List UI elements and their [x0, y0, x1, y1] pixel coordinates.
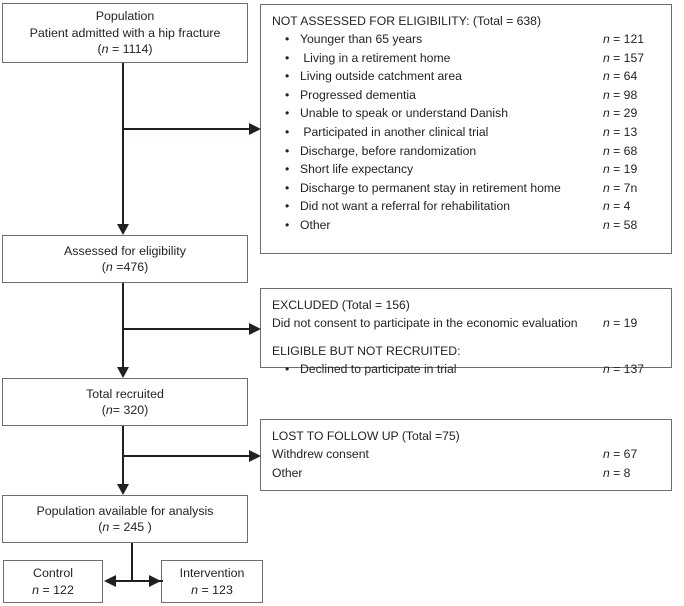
arrow-right-to-intervention — [149, 575, 161, 587]
excluded-no-consent-row: Did not consent to participate in the ec… — [272, 314, 661, 333]
node-assessed-count: (n =476) — [101, 260, 149, 274]
list-item-value: n = 4 — [603, 199, 631, 214]
node-population: Population Patient admitted with a hip f… — [2, 3, 248, 63]
node-population-line1: Population — [95, 9, 155, 24]
node-analysis-count: (n = 245 ) — [98, 520, 152, 534]
list-item: Declined to participate in trial n = 137 — [272, 360, 661, 379]
node-intervention-label: Intervention — [179, 566, 245, 581]
panel-not-assessed-list: Younger than 65 years n = 121 Living in … — [272, 30, 661, 234]
node-population-count: (n = 1114) — [97, 42, 153, 57]
connector-to-excluded-panel — [122, 328, 251, 330]
list-item: Short life expectancy n = 19 — [272, 160, 661, 179]
node-assessed-for-eligibility: Assessed for eligibility (n =476) — [2, 235, 248, 283]
list-item: Discharge, before randomization n = 68 — [272, 142, 661, 161]
lost-row-value: n = 8 — [603, 465, 631, 480]
connector-assessed-to-recruited — [122, 283, 124, 367]
node-intervention-count: n = 123 — [191, 582, 233, 597]
node-assessed-line1: Assessed for eligibility — [64, 243, 186, 258]
list-item: Participated in another clinical trial n… — [272, 123, 661, 142]
panel-not-assessed-for-eligibility: NOT ASSESSED FOR ELIGIBILITY: (Total = 6… — [260, 4, 672, 254]
node-control-label: Control — [33, 566, 73, 581]
lost-row: Withdrew consent n = 67 — [272, 445, 661, 464]
panel-excluded: EXCLUDED (Total = 156) Did not consent t… — [260, 288, 672, 376]
panel-lost-to-follow-up: LOST TO FOLLOW UP (Total =75) Withdrew c… — [260, 419, 672, 491]
list-item: Other n = 58 — [272, 216, 661, 235]
list-item-value: n = 68 — [603, 143, 638, 158]
arrow-left-to-control — [104, 575, 116, 587]
list-item: Progressed dementia n = 98 — [272, 86, 661, 105]
list-item-value: n = 98 — [603, 87, 638, 102]
arrow-down-to-assessed — [116, 224, 129, 235]
list-item-value: n = 13 — [603, 125, 638, 140]
list-item-value: n = 157 — [603, 50, 645, 65]
lost-row: Other n = 8 — [272, 464, 661, 483]
list-item: Living in a retirement home n = 157 — [272, 49, 661, 68]
list-item-value: n = 7n — [603, 180, 638, 195]
connector-to-lost-panel — [122, 455, 251, 457]
panel-eligible-not-recruited-heading: ELIGIBLE BUT NOT RECRUITED: — [272, 343, 461, 358]
list-item: Discharge to permanent stay in retiremen… — [272, 179, 661, 198]
list-item: Did not want a referral for rehabilitati… — [272, 197, 661, 216]
connector-analysis-to-allocation — [131, 543, 133, 581]
node-recruited-count: (n= 320) — [101, 403, 149, 417]
panel-excluded-spacer — [272, 333, 661, 342]
arrow-right-to-lost — [249, 449, 261, 462]
arrow-down-to-analysis — [116, 484, 129, 495]
list-item: Younger than 65 years n = 121 — [272, 30, 661, 49]
arrow-right-to-not-assessed — [249, 122, 261, 135]
node-total-recruited: Total recruited (n= 320) — [2, 378, 248, 426]
list-item-value: n = 137 — [603, 362, 645, 377]
list-item: Living outside catchment area n = 64 — [272, 67, 661, 86]
connector-to-not-assessed-panel — [122, 128, 251, 130]
connector-population-to-assessed — [122, 63, 124, 224]
list-item: Unable to speak or understand Danish n =… — [272, 104, 661, 123]
panel-lost-heading: LOST TO FOLLOW UP (Total =75) — [272, 429, 460, 443]
list-item-value: n = 64 — [603, 69, 638, 84]
arrow-right-to-excluded — [249, 322, 261, 335]
list-item-value: n = 58 — [603, 217, 638, 232]
node-population-available-for-analysis: Population available for analysis (n = 2… — [2, 495, 248, 543]
list-item-value: n = 29 — [603, 106, 638, 121]
panel-not-assessed-heading: NOT ASSESSED FOR ELIGIBILITY: (Total = 6… — [272, 14, 542, 28]
node-control-arm: Control n = 122 — [3, 560, 103, 603]
node-analysis-line1: Population available for analysis — [36, 503, 214, 518]
lost-row-value: n = 67 — [603, 447, 638, 462]
node-intervention-arm: Intervention n = 123 — [161, 560, 263, 603]
node-control-count: n = 122 — [32, 582, 74, 597]
excluded-no-consent-value: n = 19 — [603, 316, 638, 331]
arrow-down-to-recruited — [116, 367, 129, 378]
connector-allocation-split — [113, 580, 163, 583]
list-item-value: n = 121 — [603, 32, 645, 47]
node-recruited-line1: Total recruited — [86, 386, 164, 401]
list-item-value: n = 19 — [603, 162, 638, 177]
node-population-line2: Patient admitted with a hip fracture — [29, 25, 221, 40]
panel-excluded-heading: EXCLUDED (Total = 156) — [272, 298, 410, 312]
